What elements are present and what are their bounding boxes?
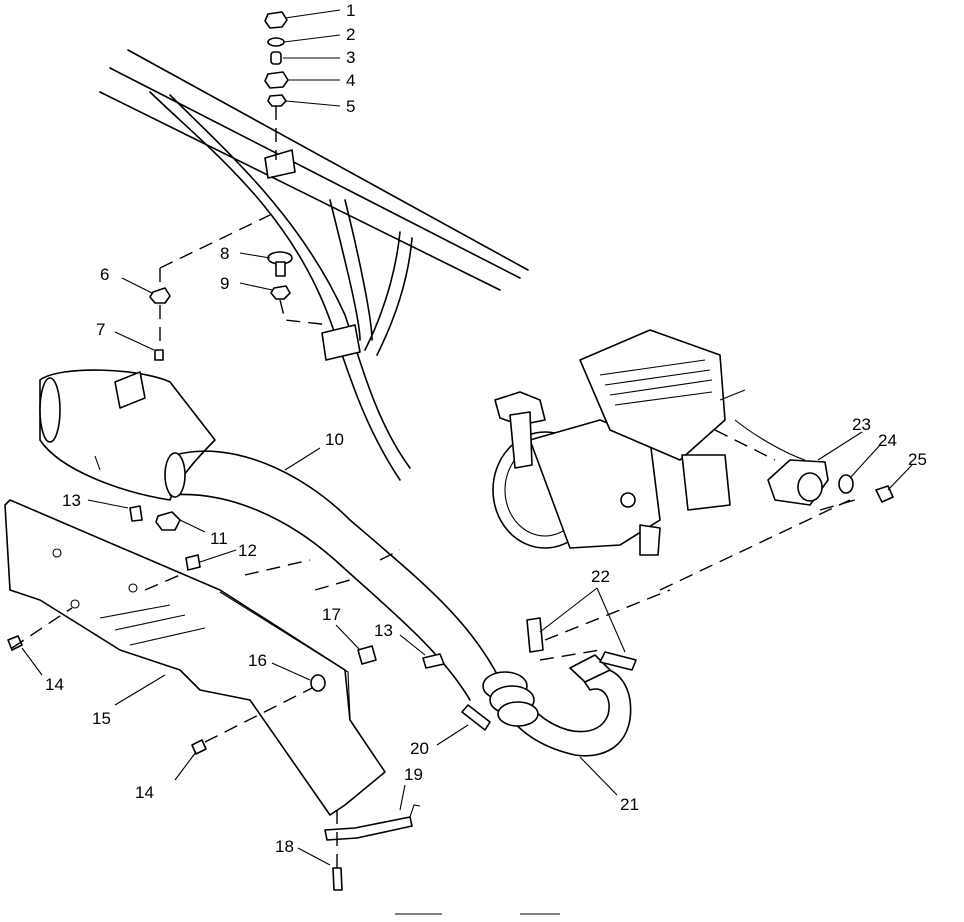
callout-24: 24	[878, 431, 897, 450]
engine	[492, 329, 806, 556]
callout-6: 6	[100, 265, 109, 284]
callout-14-left: 14	[45, 675, 64, 694]
callout-10: 10	[325, 430, 344, 449]
callout-2: 2	[346, 25, 355, 44]
callout-18: 18	[275, 837, 294, 856]
head-pipe	[482, 654, 632, 757]
heat-shield	[4, 499, 386, 816]
callout-1: 1	[346, 1, 355, 20]
callout-25: 25	[908, 450, 927, 469]
frame	[99, 49, 529, 481]
callout-labels: 1 2 3 4 5 6 7 8 9 10 11 12 13 13 14 14 1…	[45, 1, 927, 856]
callout-9: 9	[220, 274, 229, 293]
callout-15: 15	[92, 709, 111, 728]
callout-22: 22	[591, 567, 610, 586]
callout-4: 4	[346, 71, 355, 90]
callout-12: 12	[238, 541, 257, 560]
muffler	[39, 369, 216, 501]
callout-21: 21	[620, 795, 639, 814]
assembly-lines	[11, 106, 856, 868]
callout-11: 11	[210, 529, 228, 548]
callout-23: 23	[852, 415, 871, 434]
callout-7: 7	[96, 320, 105, 339]
callout-16: 16	[248, 651, 267, 670]
misc-hardware	[7, 251, 637, 891]
callout-8: 8	[220, 244, 229, 263]
callout-14-lower: 14	[135, 783, 154, 802]
callout-20: 20	[410, 739, 429, 758]
callout-13-left: 13	[62, 491, 81, 510]
callout-13-right: 13	[374, 621, 393, 640]
flange-group	[767, 459, 894, 506]
callout-19: 19	[404, 765, 423, 784]
leader-lines	[21, 9, 913, 866]
callout-5: 5	[346, 97, 355, 116]
hardware-stack	[264, 11, 289, 107]
callout-3: 3	[346, 48, 355, 67]
callout-17: 17	[322, 605, 341, 624]
